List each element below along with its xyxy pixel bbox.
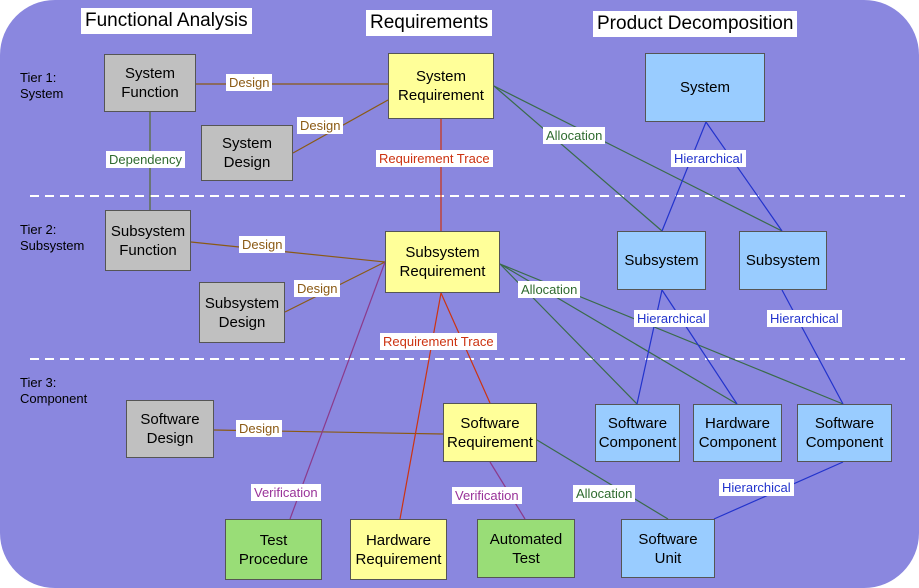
subsystem-box-b[interactable]: Subsystem bbox=[739, 231, 827, 290]
hierarchical-link bbox=[661, 121, 707, 232]
software-component-box-a[interactable]: Software Component bbox=[595, 404, 680, 462]
design-label: Design bbox=[226, 74, 273, 91]
software-requirement-box[interactable]: Software Requirement bbox=[443, 403, 537, 462]
design-label: Design bbox=[239, 236, 286, 253]
hierarchical-link bbox=[636, 289, 663, 405]
requirement-trace-label: Requirement Trace bbox=[380, 333, 497, 350]
allocation-label: Allocation bbox=[543, 127, 606, 144]
hardware-component-box[interactable]: Hardware Component bbox=[693, 404, 782, 462]
verification-label: Verification bbox=[452, 487, 522, 504]
hierarchical-link bbox=[661, 289, 738, 405]
tier-2-label: Tier 2: Subsystem bbox=[20, 222, 85, 253]
hierarchical-label: Hierarchical bbox=[719, 479, 794, 496]
hierarchical-link bbox=[781, 289, 844, 405]
design-label: Design bbox=[297, 117, 344, 134]
verification-link bbox=[289, 261, 386, 520]
subsystem-requirement-box[interactable]: Subsystem Requirement bbox=[385, 231, 500, 293]
requirement-trace-link bbox=[399, 292, 442, 520]
subsystem-design-box[interactable]: Subsystem Design bbox=[199, 282, 285, 343]
hierarchical-label: Hierarchical bbox=[671, 150, 746, 167]
tier-3-label: Tier 3: Component bbox=[20, 375, 88, 406]
allocation-link bbox=[536, 439, 669, 520]
software-design-box[interactable]: Software Design bbox=[126, 400, 214, 458]
test-procedure-box[interactable]: Test Procedure bbox=[225, 519, 322, 580]
allocation-link bbox=[493, 85, 663, 232]
subsystem-function-box[interactable]: Subsystem Function bbox=[105, 210, 191, 271]
hierarchical-link bbox=[705, 121, 783, 232]
header-functional-analysis: Functional Analysis bbox=[81, 8, 252, 34]
allocation-link bbox=[493, 85, 783, 232]
automated-test-box[interactable]: Automated Test bbox=[477, 519, 575, 578]
verification-label: Verification bbox=[251, 484, 321, 501]
software-component-box-b[interactable]: Software Component bbox=[797, 404, 892, 462]
system-design-box[interactable]: System Design bbox=[201, 125, 293, 181]
header-product-decomposition: Product Decomposition bbox=[593, 11, 798, 37]
header-requirements: Requirements bbox=[366, 10, 493, 36]
software-unit-box[interactable]: Software Unit bbox=[621, 519, 715, 578]
dependency-label: Dependency bbox=[106, 151, 185, 168]
hierarchical-label: Hierarchical bbox=[634, 310, 709, 327]
system-box[interactable]: System bbox=[645, 53, 765, 122]
allocation-label: Allocation bbox=[573, 485, 636, 502]
system-requirement-box[interactable]: System Requirement bbox=[388, 53, 494, 119]
design-link bbox=[190, 241, 386, 263]
design-label: Design bbox=[236, 420, 283, 437]
system-function-box[interactable]: System Function bbox=[104, 54, 196, 112]
requirement-trace-label: Requirement Trace bbox=[376, 150, 493, 167]
tier-1-label: Tier 1: System bbox=[20, 70, 64, 101]
hierarchical-label: Hierarchical bbox=[767, 310, 842, 327]
design-label: Design bbox=[294, 280, 341, 297]
subsystem-box-a[interactable]: Subsystem bbox=[617, 231, 706, 290]
hardware-requirement-box[interactable]: Hardware Requirement bbox=[350, 519, 447, 580]
allocation-label: Allocation bbox=[518, 281, 581, 298]
